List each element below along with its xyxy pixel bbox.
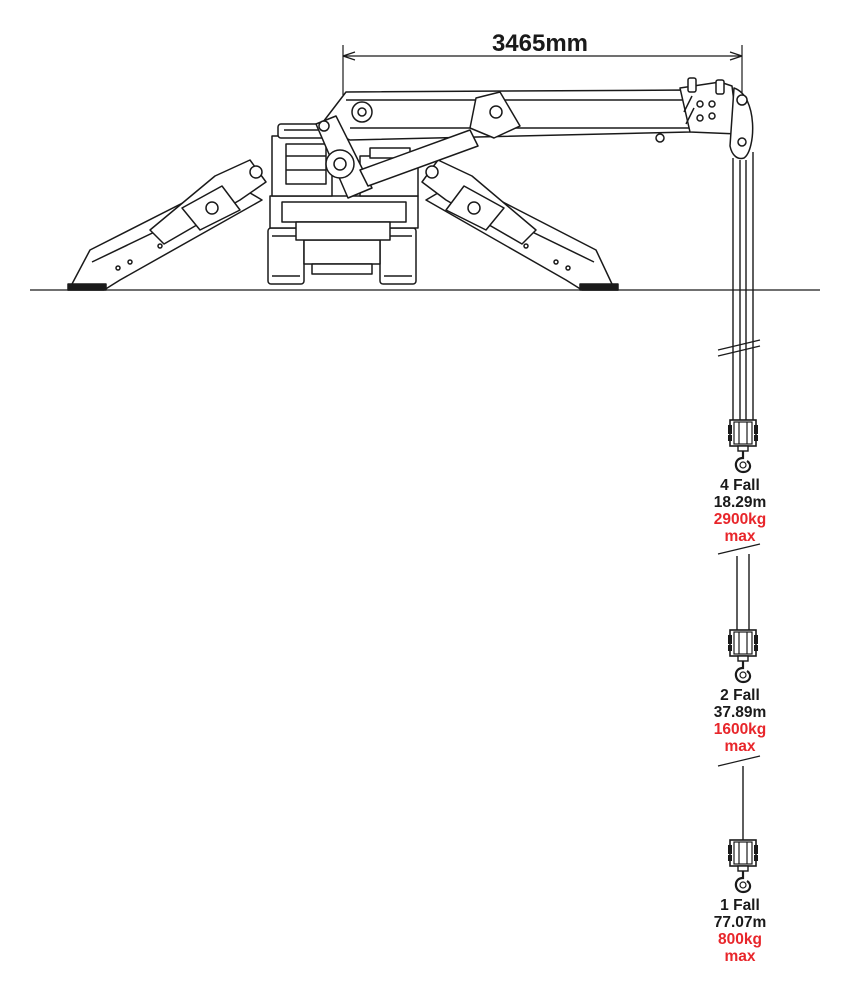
fall-count: 2 Fall [720,687,760,704]
hook-label-1-fall: 1 Fall 77.07m 800kg max [680,897,800,965]
reach-dimension [342,45,743,95]
boom-reach-label: 3465mm [491,30,589,57]
capacity-suffix: max [724,528,756,545]
hook-height: 37.89m [713,704,767,721]
capacity-suffix: max [724,738,756,755]
hook-label-2-fall: 2 Fall 37.89m 1600kg max [680,687,800,755]
crane-body [67,77,754,291]
capacity: 1600kg [713,721,767,738]
hook-block-4-fall [726,418,760,474]
fall-count: 4 Fall [720,477,760,494]
capacity-suffix: max [724,948,756,965]
hook-block-2-fall [726,628,760,684]
capacity: 800kg [718,931,762,948]
hook-height: 77.07m [713,914,767,931]
fall-count: 1 Fall [720,897,760,914]
capacity: 2900kg [713,511,767,528]
hook-block-1-fall [726,838,760,894]
hook-label-4-fall: 4 Fall 18.29m 2900kg max [680,477,800,545]
hook-height: 18.29m [713,494,767,511]
hoist-rope [732,152,754,420]
rope-break-marks [717,339,761,767]
